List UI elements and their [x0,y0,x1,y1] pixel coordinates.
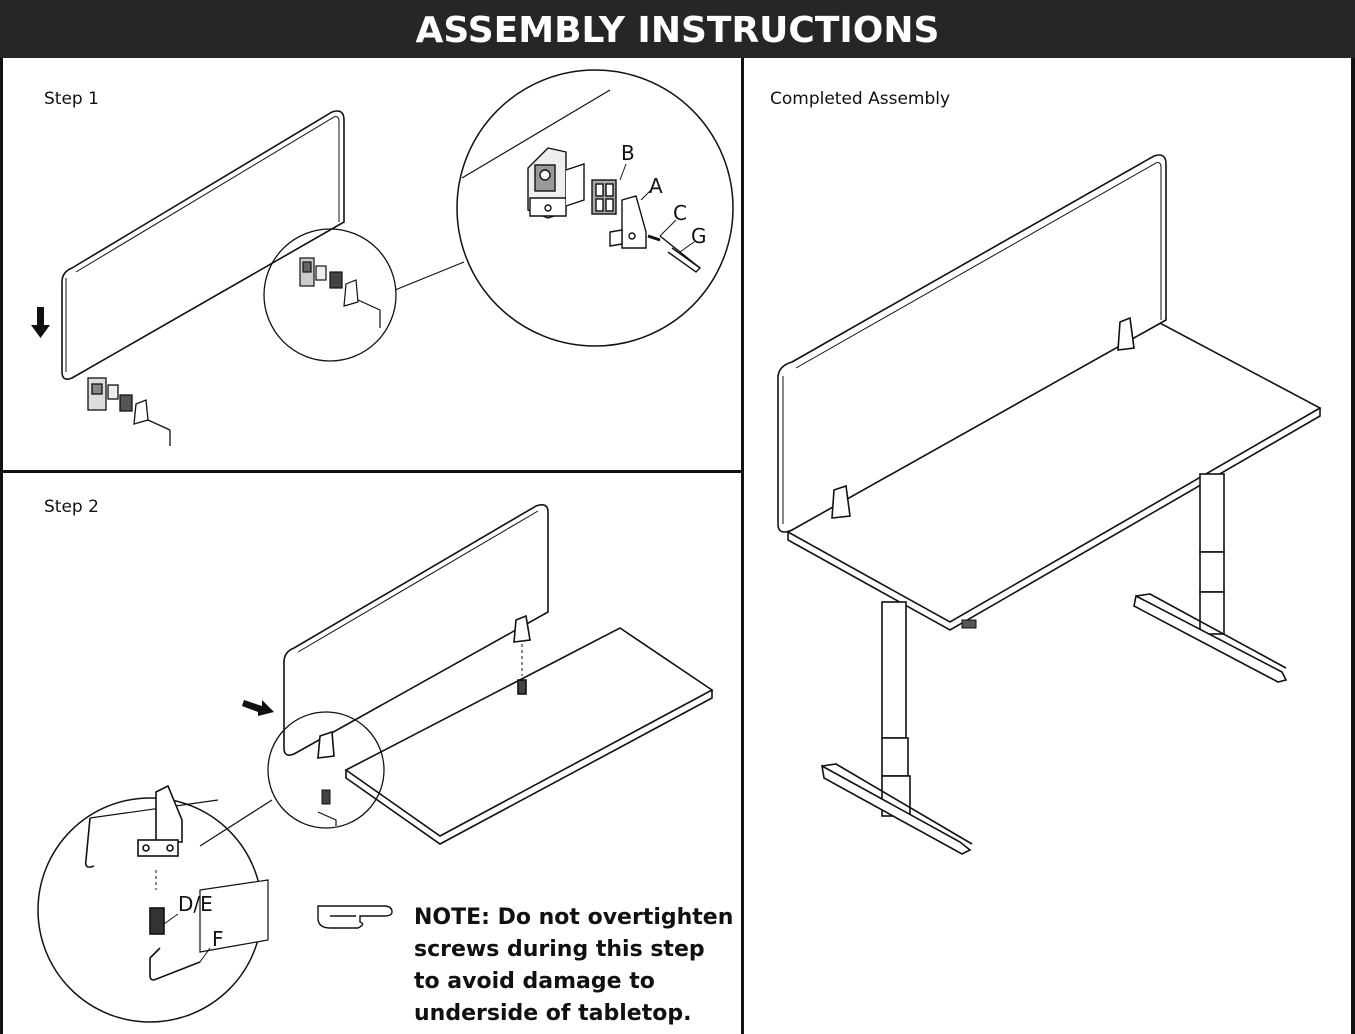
callout-f: F [212,927,224,951]
header-bar: ASSEMBLY INSTRUCTIONS [0,0,1355,58]
step2-panel-drawing [37,504,714,1023]
pointing-hand-icon [317,905,393,929]
step-divider [0,470,743,473]
callout-g: G [691,224,707,248]
note-line: NOTE: Do not overtighten [414,905,734,930]
step2-label: Step 2 [44,497,99,517]
page-title: ASSEMBLY INSTRUCTIONS [415,10,940,51]
callout-c: C [673,201,687,225]
note-line: screws during this step [414,937,705,962]
right-arrow-icon [242,700,274,716]
completed-label: Completed Assembly [770,89,951,109]
right-border [1351,58,1355,1034]
completed-desk-drawing [777,154,1322,855]
center-divider [741,58,744,1034]
down-arrow-icon [31,307,50,338]
note-line: underside of tabletop. [414,1001,692,1026]
note-line: to avoid damage to [414,969,655,994]
step1-label: Step 1 [44,89,99,109]
callout-b: B [621,141,635,165]
left-border [0,58,3,1034]
callout-a: A [649,174,663,198]
note-text: NOTE: Do not overtighten screws during t… [414,902,744,1030]
callout-de: D/E [178,892,213,916]
step1-panel-drawing [31,69,734,446]
